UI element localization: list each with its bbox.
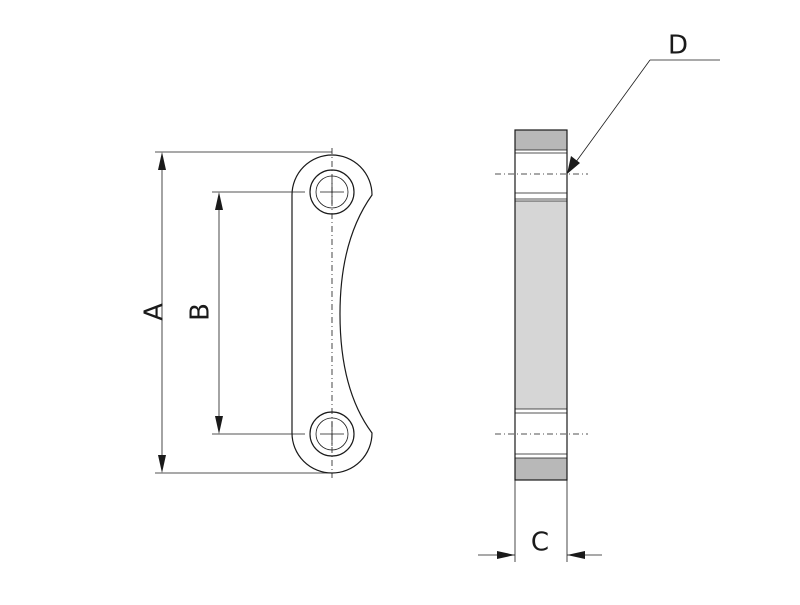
dim-d-label: D bbox=[668, 31, 688, 61]
front-view bbox=[291, 148, 373, 478]
dimension-c: C bbox=[478, 480, 602, 562]
dimension-d: D bbox=[567, 31, 720, 174]
dim-c-arrow-right bbox=[567, 551, 585, 559]
dimension-a: A bbox=[140, 151, 332, 474]
dim-a-arrow-top bbox=[158, 152, 166, 170]
dim-b-label: B bbox=[186, 303, 216, 321]
dim-a-label: A bbox=[140, 303, 170, 321]
dim-c-arrow-left bbox=[497, 551, 515, 559]
dim-d-leader bbox=[572, 59, 651, 167]
dimension-b: B bbox=[186, 191, 305, 435]
side-bottom-band bbox=[515, 458, 567, 480]
side-view bbox=[495, 129, 588, 481]
dim-c-label: C bbox=[531, 528, 549, 558]
side-outline bbox=[514, 129, 568, 481]
side-top-band bbox=[515, 130, 567, 150]
dim-b-arrow-top bbox=[215, 192, 223, 210]
dim-d-arrow bbox=[567, 156, 580, 174]
side-body-shade bbox=[515, 201, 567, 409]
dim-a-arrow-bottom bbox=[158, 455, 166, 473]
dim-b-arrow-bottom bbox=[215, 416, 223, 434]
